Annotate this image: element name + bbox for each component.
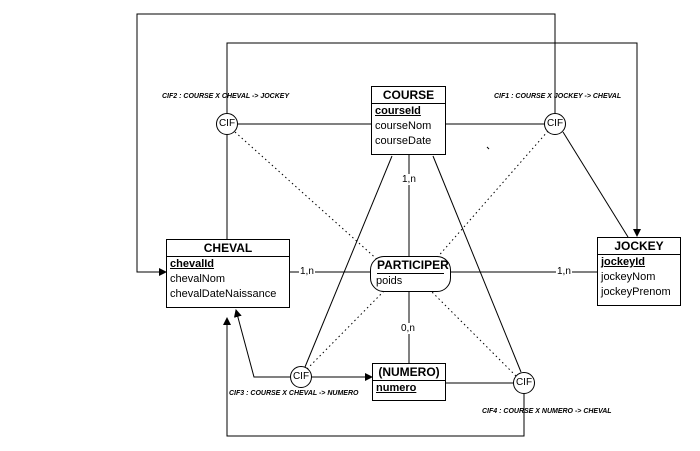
dotted-cif2-participer bbox=[234, 131, 381, 263]
link-cif1-jockey bbox=[562, 131, 629, 238]
entity-course-attr: courseDate bbox=[375, 135, 432, 147]
dotted-cif1-participer bbox=[434, 130, 549, 261]
entity-course-name: COURSE bbox=[372, 87, 445, 104]
arrow-cif2-jockey bbox=[226, 42, 641, 237]
entity-numero-name: (NUMERO) bbox=[373, 364, 445, 381]
cif3-caption: CIF3 : COURSE X CHEVAL -> NUMERO bbox=[229, 390, 359, 397]
entity-jockey-name: JOCKEY bbox=[598, 238, 680, 255]
dotted-cif3-participer bbox=[306, 289, 386, 370]
cif3-node: CIF bbox=[290, 366, 312, 388]
association-participer-name: PARTICIPER bbox=[377, 258, 449, 274]
entity-jockey: JOCKEY jockeyId jockeyNom jockeyPrenom bbox=[597, 237, 681, 306]
entity-jockey-attr: jockeyPrenom bbox=[601, 286, 671, 298]
entity-course-key: courseId bbox=[375, 105, 421, 117]
arrow-cif4-cheval bbox=[223, 317, 525, 437]
entity-cheval-attr: chevalDateNaissance bbox=[170, 288, 277, 300]
association-participer: PARTICIPER poids bbox=[370, 256, 451, 292]
cif1-caption: CIF1 : COURSE X JOCKEY -> CHEVAL bbox=[494, 93, 622, 100]
entity-jockey-key: jockeyId bbox=[601, 256, 646, 268]
arrow-cif1-cheval bbox=[136, 13, 556, 276]
cif2-node: CIF bbox=[216, 113, 238, 135]
cif2-caption: CIF2 : COURSE X CHEVAL -> JOCKEY bbox=[162, 93, 290, 100]
entity-course-attr: courseNom bbox=[375, 120, 432, 132]
cardinality-cheval: 1,n bbox=[299, 266, 315, 277]
cardinality-jockey: 1,n bbox=[556, 266, 572, 277]
cardinality-course: 1,n bbox=[401, 174, 417, 185]
entity-cheval-key: chevalId bbox=[170, 258, 215, 270]
cif4-caption: CIF4 : COURSE X NUMERO -> CHEVAL bbox=[482, 408, 612, 415]
entity-numero-key: numero bbox=[376, 382, 417, 394]
entity-numero: (NUMERO) numero bbox=[372, 363, 446, 401]
link-cif3-course bbox=[304, 155, 393, 368]
entity-cheval-attr: chevalNom bbox=[170, 273, 226, 285]
arrow-cif3-cheval bbox=[233, 309, 290, 378]
cif1-node: CIF bbox=[544, 113, 566, 135]
association-participer-attr: poids bbox=[376, 275, 403, 287]
entity-jockey-attr: jockeyNom bbox=[601, 271, 656, 283]
stray-mark bbox=[486, 146, 490, 150]
cif4-node: CIF bbox=[513, 372, 535, 394]
entity-course: COURSE courseId courseNom courseDate bbox=[371, 86, 446, 155]
entity-cheval-name: CHEVAL bbox=[167, 240, 289, 257]
link-cif4-course bbox=[432, 155, 522, 373]
cardinality-numero: 0,n bbox=[400, 323, 416, 334]
entity-cheval: CHEVAL chevalId chevalNom chevalDateNais… bbox=[166, 239, 290, 308]
